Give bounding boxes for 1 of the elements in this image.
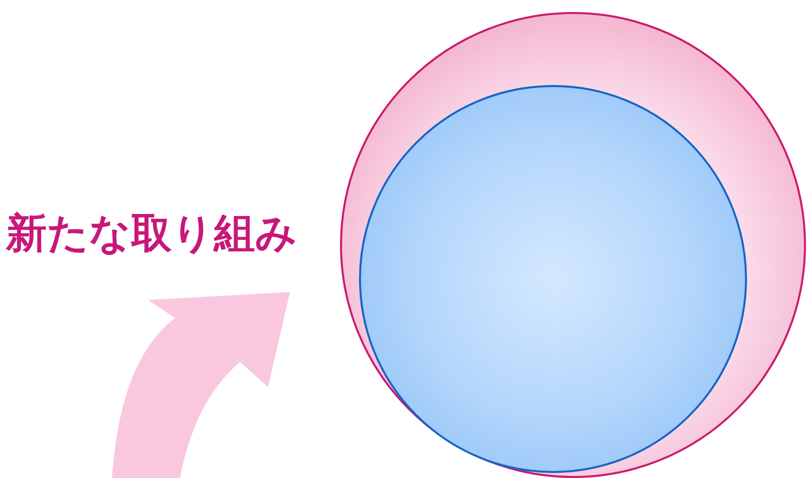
heading-text: 新たな取り組み (6, 208, 297, 259)
